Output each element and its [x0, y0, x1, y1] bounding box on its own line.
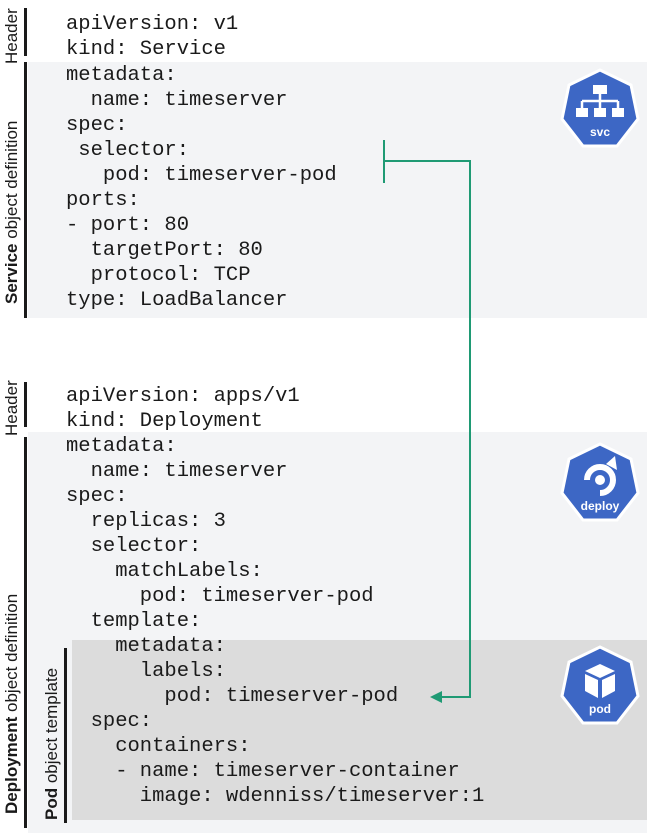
code-line: kind: Deployment	[66, 410, 263, 433]
code-line: targetPort: 80	[66, 239, 263, 262]
code-line: image: wdenniss/timeserver:1	[66, 785, 485, 808]
code-line: spec:	[66, 114, 128, 137]
code-line: labels:	[66, 660, 226, 683]
code-line: spec:	[66, 485, 128, 508]
pod-label-line: pod: timeserver-pod	[66, 685, 399, 708]
code-line: metadata:	[66, 435, 177, 458]
code-line: replicas: 3	[66, 510, 226, 533]
code-line: selector:	[66, 139, 190, 162]
code-line: name: timeserver	[66, 89, 288, 112]
svg-text:deploy: deploy	[581, 499, 620, 513]
code-line: spec:	[66, 710, 153, 733]
deployment-icon: deploy	[559, 442, 641, 524]
deployment-definition-bracket	[24, 437, 27, 828]
code-line: matchLabels:	[66, 560, 263, 583]
code-line: metadata:	[66, 64, 177, 87]
code-line: template:	[66, 610, 202, 633]
pod-icon: pod	[559, 645, 641, 727]
svg-text:pod: pod	[589, 702, 611, 716]
code-line: pod: timeserver-pod	[66, 585, 374, 608]
code-line: type: LoadBalancer	[66, 289, 288, 312]
code-line: ports:	[66, 189, 140, 212]
code-line: kind: Service	[66, 38, 226, 61]
code-line: containers:	[66, 735, 251, 758]
service-header-bracket	[24, 8, 27, 56]
svg-text:svc: svc	[590, 125, 610, 139]
pod-template-panel	[72, 640, 647, 820]
code-line: metadata:	[66, 635, 226, 658]
code-line: name: timeserver	[66, 460, 288, 483]
code-line: apiVersion: apps/v1	[66, 385, 300, 408]
pod-template-bracket	[64, 648, 67, 823]
service-definition-panel	[28, 62, 647, 318]
code-line: selector:	[66, 535, 202, 558]
code-line: - name: timeserver-container	[66, 760, 460, 783]
service-icon: svc	[559, 68, 641, 150]
code-line: apiVersion: v1	[66, 13, 239, 36]
service-selector-line: pod: timeserver-pod	[66, 164, 337, 187]
code-line: protocol: TCP	[66, 264, 251, 287]
code-line: - port: 80	[66, 214, 190, 237]
deployment-header-bracket	[24, 382, 27, 427]
service-definition-bracket	[24, 62, 27, 318]
